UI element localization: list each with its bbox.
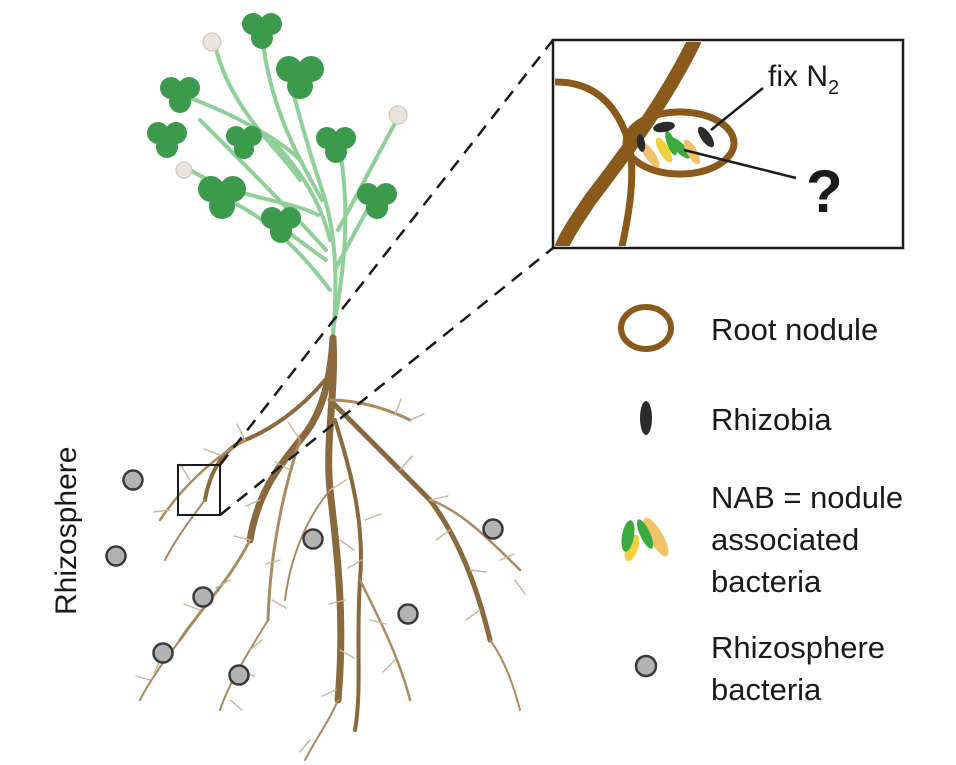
- rhizosphere-bacteria-dots: [105, 469, 504, 686]
- legend-label-nab-line3: bacteria: [711, 564, 822, 599]
- nab-icon: [621, 517, 669, 562]
- zoom-connector-lines: [219, 39, 554, 516]
- rhizobia-icon: [640, 401, 652, 435]
- root-hairs: [135, 398, 526, 753]
- root-nodule-icon: [618, 304, 674, 352]
- legend-label-rhizosphere-bacteria-line2: bacteria: [711, 672, 822, 707]
- plant-flowers: [175, 32, 408, 179]
- legend-item-nab: NAB = nodule associated bacteria: [621, 480, 903, 599]
- legend-label-rhizobia: Rhizobia: [711, 402, 832, 437]
- inset-root-nodule: [622, 108, 738, 178]
- zoom-source-box: [177, 464, 221, 516]
- inset-bacteria-cluster: [636, 121, 715, 168]
- rhizosphere-axis-label: Rhizosphere: [50, 447, 83, 615]
- legend: Root nodule Rhizobia NAB = nodule associ…: [618, 304, 903, 707]
- question-mark-label: ?: [806, 158, 843, 225]
- plant-roots: [139, 334, 522, 761]
- rhizosphere-bacteria-icon: [634, 654, 658, 678]
- plant-shoot: [178, 33, 400, 337]
- inset-main-root: [555, 42, 701, 246]
- legend-label-rhizosphere-bacteria-line1: Rhizosphere: [711, 630, 885, 665]
- nodule-inset: fix N2 ?: [551, 38, 905, 250]
- legend-label-nab-line2: associated: [711, 522, 859, 557]
- plant-leaves: [147, 13, 397, 243]
- fix-n2-label: fix N2: [768, 60, 839, 99]
- fix-n2-pointer: [710, 87, 764, 131]
- legend-item-root-nodule: Root nodule: [618, 304, 878, 352]
- question-pointer: [683, 148, 797, 180]
- legend-label-nab-line1: NAB = nodule: [711, 480, 903, 515]
- inset-frame: [551, 38, 905, 250]
- legend-item-rhizobia: Rhizobia: [640, 401, 832, 437]
- legend-item-rhizosphere-bacteria: Rhizosphere bacteria: [634, 630, 885, 707]
- legend-label-root-nodule: Root nodule: [711, 312, 878, 347]
